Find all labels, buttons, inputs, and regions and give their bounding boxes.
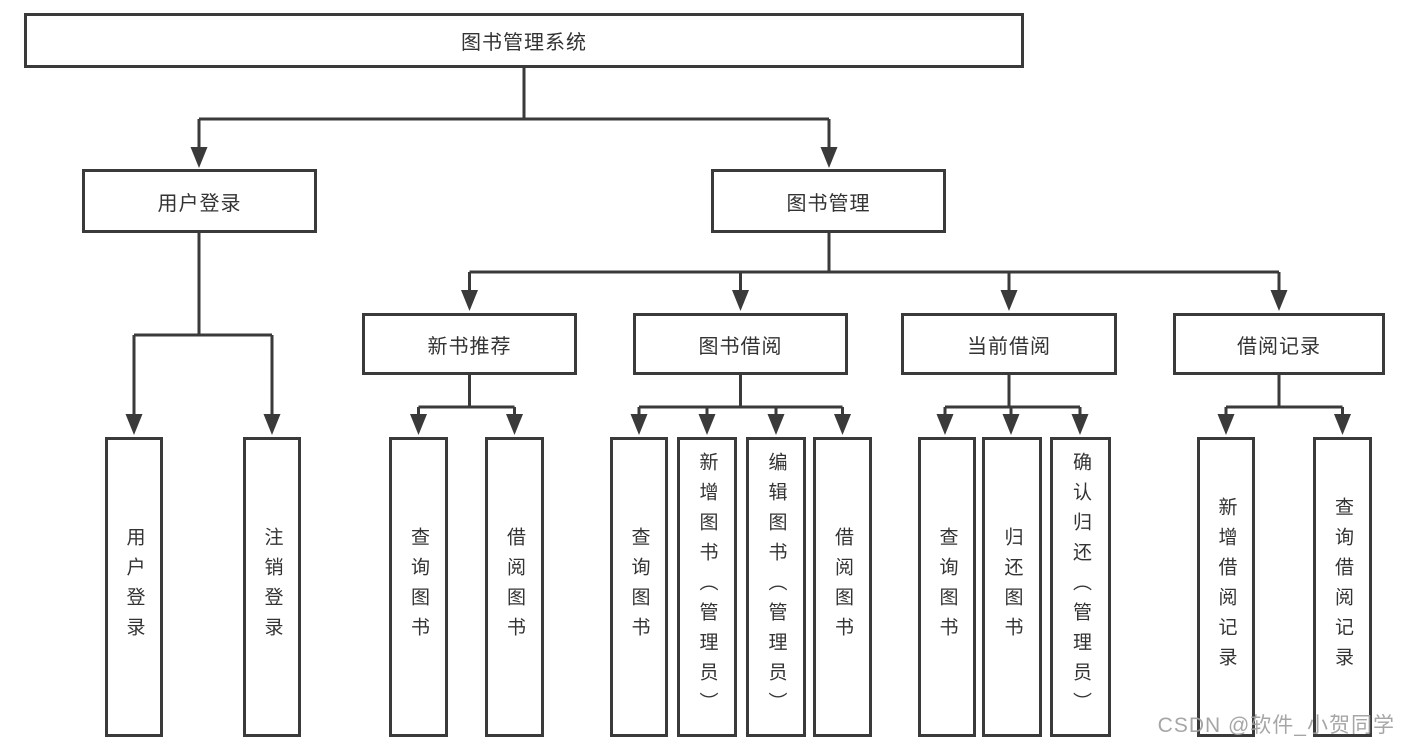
leaf-query-books-borrowing-label: 查询图书 [628, 527, 650, 647]
leaf-confirm-return-admin: 确认归还（管理员） [1050, 437, 1111, 737]
node-current-borrowing-label: 当前借阅 [967, 335, 1051, 358]
leaf-borrow-books-recommend: 借阅图书 [485, 437, 544, 737]
leaf-borrow-books-recommend-label: 借阅图书 [504, 527, 525, 647]
node-current-borrowing: 当前借阅 [901, 313, 1117, 375]
leaf-add-borrow-record: 新增借阅记录 [1197, 437, 1255, 737]
node-user-login-label: 用户登录 [157, 192, 242, 215]
leaf-borrow-books: 借阅图书 [813, 437, 872, 737]
node-root-label: 图书管理系统 [461, 32, 587, 54]
leaf-return-books: 归还图书 [982, 437, 1042, 737]
node-borrowing-records-label: 借阅记录 [1237, 335, 1321, 358]
leaf-edit-books-admin-label: 编辑图书（管理员） [765, 452, 787, 722]
node-book-borrowing-label: 图书借阅 [698, 335, 783, 358]
leaf-query-borrow-record: 查询借阅记录 [1313, 437, 1372, 737]
leaf-query-books-current-label: 查询图书 [936, 527, 958, 647]
leaf-edit-books-admin: 编辑图书（管理员） [746, 437, 806, 737]
leaf-add-borrow-record-label: 新增借阅记录 [1215, 497, 1237, 677]
leaf-query-books-borrowing: 查询图书 [610, 437, 668, 737]
leaf-user-login-label: 用户登录 [123, 527, 145, 647]
csdn-watermark: CSDN @软件_小贺同学 [1157, 714, 1395, 737]
node-book-management: 图书管理 [711, 169, 946, 233]
node-user-login: 用户登录 [82, 169, 317, 233]
leaf-add-books-admin-label: 新增图书（管理员） [696, 452, 718, 722]
leaf-user-login: 用户登录 [105, 437, 163, 737]
node-book-management-label: 图书管理 [786, 192, 871, 215]
leaf-return-books-label: 归还图书 [1001, 527, 1023, 647]
node-new-book-recommend: 新书推荐 [362, 313, 577, 375]
leaf-logout: 注销登录 [243, 437, 301, 737]
leaf-query-books-recommend-label: 查询图书 [408, 527, 429, 647]
leaf-query-borrow-record-label: 查询借阅记录 [1332, 497, 1353, 677]
leaf-logout-label: 注销登录 [261, 527, 283, 647]
leaf-add-books-admin: 新增图书（管理员） [677, 437, 737, 737]
leaf-query-books-current: 查询图书 [918, 437, 976, 737]
node-root-system: 图书管理系统 [24, 13, 1024, 68]
leaf-borrow-books-label: 借阅图书 [832, 527, 853, 647]
node-borrowing-records: 借阅记录 [1173, 313, 1385, 375]
node-book-borrowing: 图书借阅 [633, 313, 848, 375]
leaf-query-books-recommend: 查询图书 [389, 437, 448, 737]
leaf-confirm-return-admin-label: 确认归还（管理员） [1070, 452, 1091, 722]
node-new-book-recommend-label: 新书推荐 [427, 335, 512, 358]
